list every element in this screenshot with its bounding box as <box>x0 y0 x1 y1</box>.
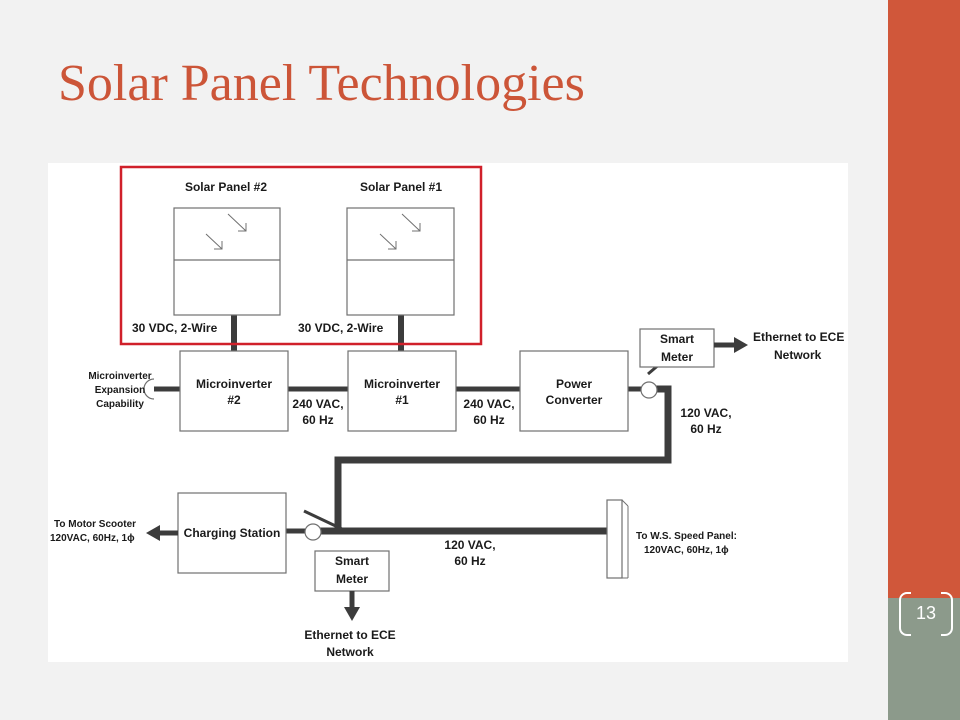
expansion-line1: Microinverter <box>88 371 151 382</box>
power-converter-line1: Power <box>556 377 592 391</box>
charging-station-label: Charging Station <box>184 526 281 540</box>
wire-feeder <box>334 385 672 531</box>
ac-label-1-line2: 60 Hz <box>302 413 333 427</box>
motor-scooter-line1: To Motor Scooter <box>54 519 136 530</box>
speed-panel: To W.S. Speed Panel: 120VAC, 60Hz, 1ϕ <box>606 499 737 579</box>
microinverter-1: Microinverter #1 <box>347 350 457 432</box>
page-bracket-left <box>899 592 911 636</box>
meter-node-top <box>640 381 658 399</box>
speed-panel-line1: To W.S. Speed Panel: <box>636 531 737 542</box>
arrow-down-icon <box>344 607 360 621</box>
sunlight-arrows-icon <box>205 213 247 250</box>
expansion-connector-icon <box>143 378 155 400</box>
diagram-canvas: Solar Panel #2 Solar Panel #1 30 VDC, 2-… <box>50 165 844 659</box>
side-band <box>888 0 960 720</box>
microinverter-1-line2: #1 <box>395 393 409 407</box>
ac-label-4-line2: 60 Hz <box>454 554 485 568</box>
charging-station: Charging Station To Motor Scooter 120VAC… <box>50 492 287 574</box>
dc-label-left: 30 VDC, 2-Wire <box>132 321 218 335</box>
ac-label-4-line1: 120 VAC, <box>444 538 495 552</box>
arrow-left-icon <box>146 525 160 541</box>
system-diagram: Solar Panel #2 Solar Panel #1 30 VDC, 2-… <box>48 163 848 662</box>
expansion-line2: Expansion <box>95 385 146 396</box>
arrow-right-icon <box>734 337 748 353</box>
solar-highlight-frame <box>119 165 483 346</box>
wire-meter-link <box>303 509 343 531</box>
slide-title: Solar Panel Technologies <box>58 55 585 112</box>
ethernet-top-line1: Ethernet to ECE <box>753 330 844 344</box>
expansion-line3: Capability <box>96 399 144 410</box>
ac-label-2-line1: 240 VAC, <box>463 397 514 411</box>
smart-meter-bottom-line1: Smart <box>335 554 369 568</box>
ethernet-bottom-line1: Ethernet to ECE <box>304 628 395 642</box>
smart-meter-bottom: Smart Meter Ethernet to ECE Network <box>304 523 396 659</box>
slide: Solar Panel Technologies <box>48 55 848 662</box>
dc-label-right: 30 VDC, 2-Wire <box>298 321 384 335</box>
ac-label-1-line1: 240 VAC, <box>292 397 343 411</box>
solar-panel-1-label: Solar Panel #1 <box>360 180 442 194</box>
ac-label-3-line1: 120 VAC, <box>680 406 731 420</box>
smart-meter-top: Smart Meter Ethernet to ECE Network <box>639 328 844 399</box>
microinverter-2-line2: #2 <box>227 393 241 407</box>
meter-node-bottom <box>304 523 322 541</box>
microinverter-2: Microinverter #2 <box>179 350 289 432</box>
side-band-top <box>888 0 960 598</box>
ac-label-2-line2: 60 Hz <box>473 413 504 427</box>
page-bracket-right <box>941 592 953 636</box>
smart-meter-bottom-line2: Meter <box>336 572 368 586</box>
power-converter: Power Converter <box>519 350 629 432</box>
ac-label-3-line2: 60 Hz <box>690 422 721 436</box>
ethernet-top-line2: Network <box>774 348 822 362</box>
smart-meter-top-line1: Smart <box>660 332 694 346</box>
microinverter-1-line1: Microinverter <box>364 377 440 391</box>
smart-meter-top-line2: Meter <box>661 350 693 364</box>
page-number: 13 <box>897 590 955 636</box>
expansion-capability: Microinverter Expansion Capability <box>88 371 155 410</box>
motor-scooter-line2: 120VAC, 60Hz, 1ϕ <box>50 533 135 544</box>
microinverter-2-line1: Microinverter <box>196 377 272 391</box>
solar-panel-2: Solar Panel #2 <box>173 180 281 316</box>
ethernet-bottom-line2: Network <box>326 645 374 659</box>
page-number-value: 13 <box>915 603 937 623</box>
solar-panel-2-label: Solar Panel #2 <box>185 180 267 194</box>
wires <box>154 315 672 535</box>
speed-panel-line2: 120VAC, 60Hz, 1ϕ <box>644 545 729 556</box>
solar-panel-1: Solar Panel #1 <box>346 180 455 316</box>
sunlight-arrows-icon <box>379 213 421 250</box>
power-converter-line2: Converter <box>546 393 603 407</box>
